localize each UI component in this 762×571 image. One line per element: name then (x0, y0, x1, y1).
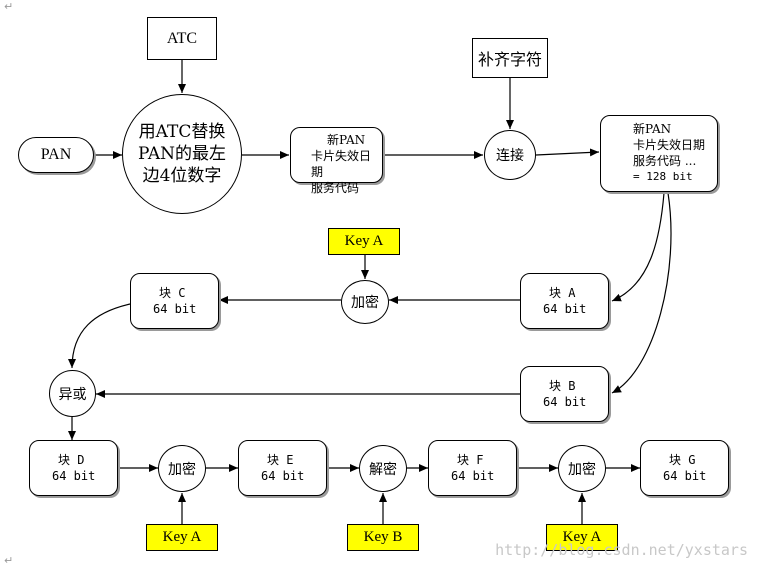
arrow-block-c-to-xor (68, 303, 131, 369)
encrypt-circle-1: 加密 (158, 445, 206, 492)
key-a-top: Key A (328, 228, 400, 255)
new-pan-2-line-2: 卡片失效日期 (633, 138, 706, 152)
new-pan-1-line-3: 服务代码 (311, 181, 360, 195)
new-pan-2-text: 新PAN 卡片失效日期 服务代码 ... = 128 bit (633, 121, 705, 185)
key-b-bottom-label: Key B (363, 529, 403, 545)
key-a-bottom-1-label: Key A (162, 529, 202, 545)
block-g: 块 G 64 bit (640, 440, 729, 496)
block-f-line-1: 块 F (457, 453, 484, 467)
new-pan-box-2: 新PAN 卡片失效日期 服务代码 ... = 128 bit (600, 115, 718, 192)
block-b-line-1: 块 B (549, 379, 576, 393)
new-pan-2-line-3: 服务代码 ... (633, 154, 697, 168)
block-e-line-1: 块 E (267, 453, 294, 467)
new-pan-2-line-4: = 128 bit (633, 170, 693, 183)
xor-label: 异或 (58, 386, 87, 403)
encrypt-2-label: 加密 (568, 461, 596, 478)
pad-chars-label: 补齐字符 (477, 52, 542, 69)
block-b-line-2: 64 bit (543, 395, 587, 409)
key-a-bottom-1: Key A (146, 524, 218, 551)
block-b: 块 B 64 bit (520, 366, 609, 422)
encrypt-circle-2: 加密 (558, 445, 606, 492)
block-g-line-1: 块 G (669, 453, 696, 467)
replace-circle: 用ATC替换 PAN的最左 边4位数字 (122, 94, 242, 214)
block-c-line-2: 64 bit (153, 302, 197, 316)
block-a-line-2: 64 bit (543, 302, 587, 316)
key-b-bottom: Key B (347, 524, 419, 551)
replace-line-3: 边4位数字 (142, 166, 222, 186)
decrypt-circle: 解密 (359, 445, 407, 492)
block-g-line-2: 64 bit (663, 469, 707, 483)
atc-label: ATC (166, 29, 198, 47)
block-c-line-1: 块 C (159, 286, 186, 300)
key-a-bottom-2-label: Key A (562, 529, 602, 545)
encrypt-top-circle: 加密 (341, 280, 389, 324)
new-pan-box-1: 新PAN 卡片失效日期 服务代码 (290, 127, 383, 195)
block-d-line-2: 64 bit (52, 469, 96, 483)
encrypt-top-label: 加密 (351, 295, 379, 311)
encrypt-1-label: 加密 (168, 461, 196, 478)
replace-line-1: 用ATC替换 (138, 122, 226, 142)
block-d: 块 D 64 bit (29, 440, 118, 496)
arrow-newpan2-to-block-b (611, 192, 672, 394)
new-pan-1-text: 新PAN 卡片失效日期 服务代码 (311, 132, 382, 196)
new-pan-2-line-1: 新PAN (633, 122, 672, 136)
block-e: 块 E 64 bit (238, 440, 327, 496)
key-a-top-label: Key A (344, 233, 384, 249)
xor-circle: 异或 (49, 370, 96, 417)
concat-circle: 连接 (484, 130, 536, 180)
block-a: 块 A 64 bit (520, 273, 609, 329)
decrypt-label: 解密 (369, 461, 397, 478)
new-pan-1-line-2: 卡片失效日期 (311, 149, 372, 179)
pad-chars-box: 补齐字符 (472, 38, 548, 78)
key-a-bottom-2: Key A (546, 524, 618, 551)
block-d-line-1: 块 D (58, 453, 85, 467)
paragraph-mark: ↵ (4, 0, 14, 13)
paragraph-mark: ↵ (4, 554, 14, 567)
watermark: http://blog.csdn.net/yxstars (495, 541, 748, 559)
atc-box: ATC (147, 17, 217, 60)
concat-label: 连接 (496, 148, 524, 164)
pan-node: PAN (18, 137, 94, 173)
replace-line-2: PAN的最左 (137, 144, 227, 164)
block-e-line-2: 64 bit (261, 469, 305, 483)
new-pan-1-line-1: 新PAN (327, 133, 366, 147)
block-f-line-2: 64 bit (451, 469, 495, 483)
block-a-line-1: 块 A (549, 286, 576, 300)
arrow-newpan2-to-block-a (611, 192, 665, 302)
block-c: 块 C 64 bit (130, 273, 219, 329)
arrow-concat-to-newpan2 (535, 148, 600, 157)
block-f: 块 F 64 bit (428, 440, 517, 496)
pan-label: PAN (40, 146, 72, 163)
